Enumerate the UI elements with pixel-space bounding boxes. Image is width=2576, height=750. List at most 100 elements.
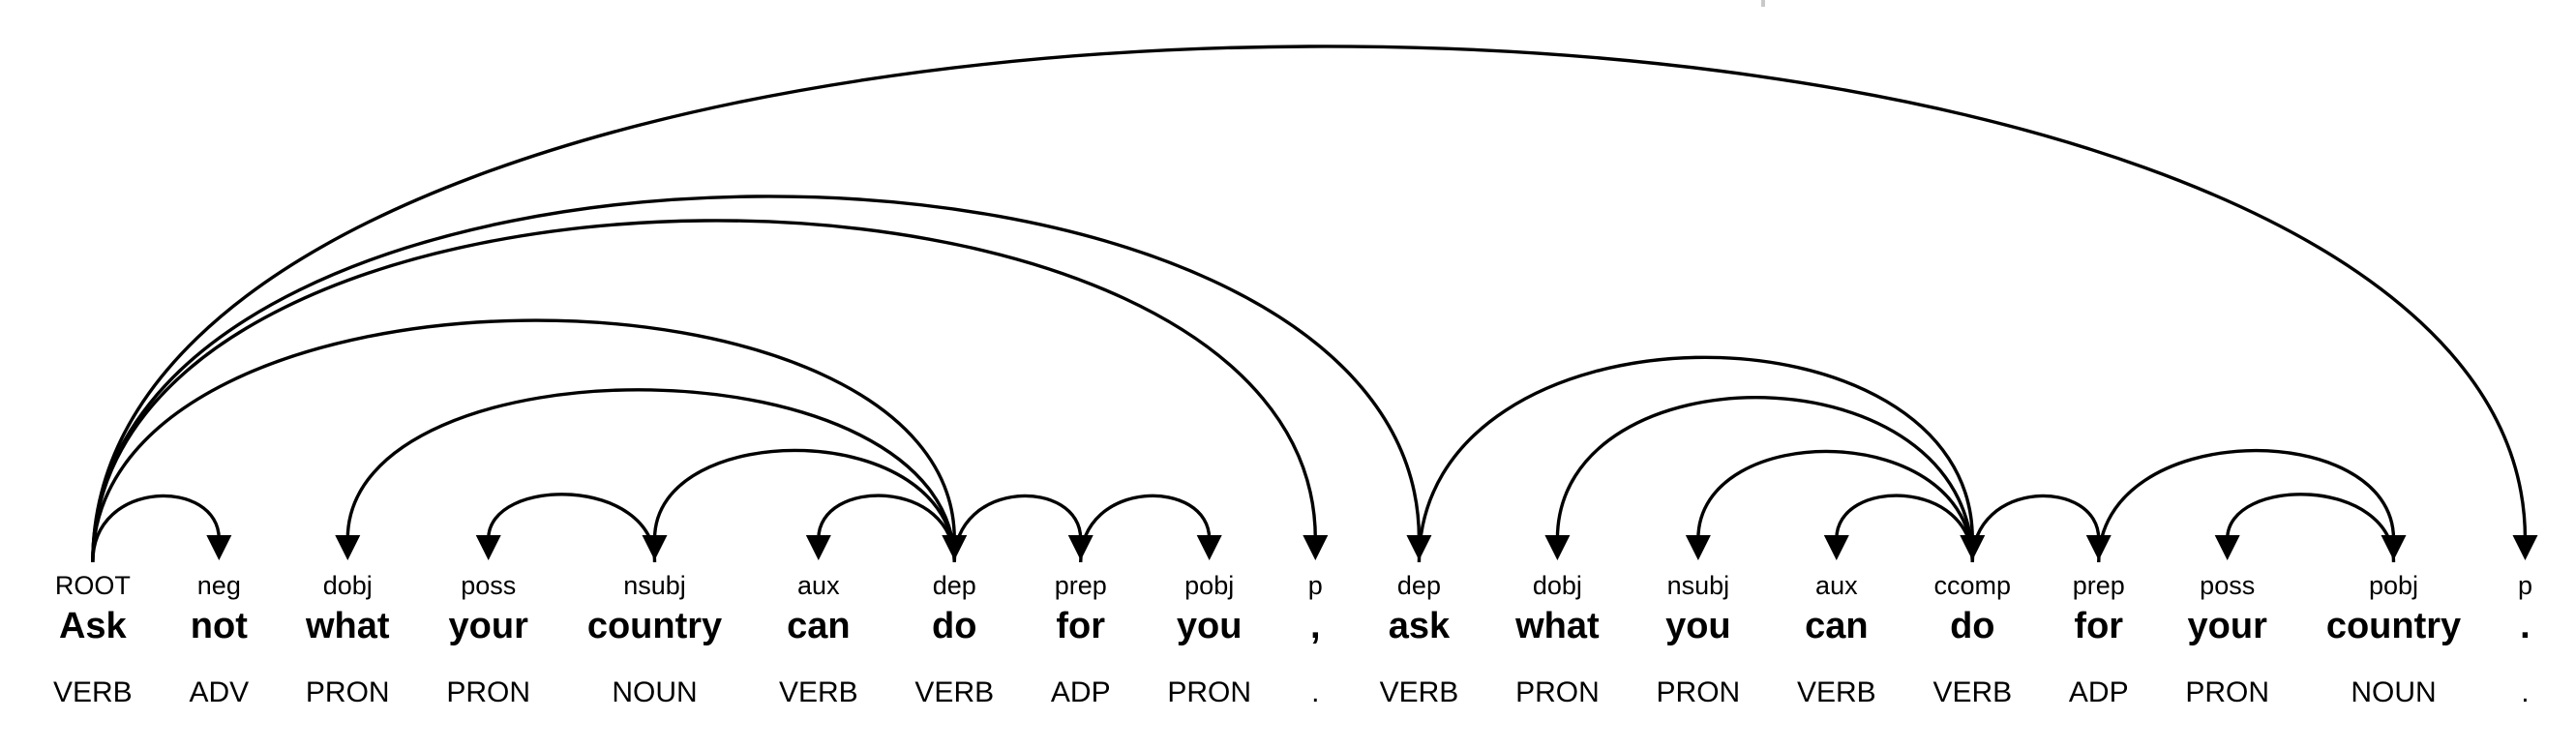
dependency-arc-dobj — [1555, 396, 1974, 563]
dependency-arc-poss — [2226, 493, 2396, 563]
arrowhead — [2214, 535, 2240, 560]
dependency-label: ccomp — [1933, 571, 2012, 600]
token-word: ask — [1388, 606, 1451, 646]
arrowhead — [805, 535, 831, 560]
token-word: for — [2074, 606, 2124, 646]
token-column: p,. — [1308, 568, 1323, 711]
dependency-label: pobj — [2368, 571, 2419, 600]
token-word: what — [1515, 606, 1600, 646]
dependency-arc-poss — [487, 493, 657, 563]
arrowhead — [475, 535, 501, 560]
dependency-arc-pobj — [2097, 448, 2396, 563]
dependency-arc-dobj — [345, 388, 956, 563]
arrowhead — [1544, 535, 1571, 560]
pos-tag: VERB — [1379, 676, 1459, 708]
pos-tag: ADP — [2068, 676, 2129, 708]
dependency-label: prep — [1054, 571, 1107, 600]
dependency-arc-dep — [91, 318, 956, 563]
pos-tag: PRON — [446, 676, 531, 708]
pos-tag: PRON — [2185, 676, 2270, 708]
token-word: do — [932, 606, 977, 646]
dependency-arc-p — [91, 45, 2528, 563]
arrowhead — [206, 535, 232, 560]
pos-tag: ADV — [189, 676, 250, 708]
token-word: country — [2325, 606, 2462, 646]
token-word: can — [1805, 606, 1869, 646]
dependency-label: dobj — [1532, 571, 1582, 600]
dependency-arc-pobj — [1079, 494, 1212, 563]
arrowhead — [1960, 535, 1986, 560]
dependency-arc-neg — [91, 494, 222, 563]
pos-tag: VERB — [914, 676, 995, 708]
dependency-arc-ccomp — [1417, 355, 1974, 563]
token-word: what — [305, 606, 390, 646]
dependency-arc-prep — [1970, 494, 2101, 563]
dependency-label: poss — [461, 571, 517, 600]
token-column: p.. — [2518, 568, 2532, 711]
arrowhead — [1196, 535, 1222, 560]
token-word: Ask — [58, 606, 127, 646]
pos-tag: VERB — [1932, 676, 2013, 708]
arrowhead — [2085, 535, 2112, 560]
dependency-label: dep — [932, 571, 976, 600]
pos-tag: VERB — [1796, 676, 1876, 708]
pos-tag: PRON — [1167, 676, 1252, 708]
dependency-label: p — [2517, 571, 2532, 600]
token-word: can — [787, 606, 851, 646]
dependency-label: dobj — [322, 571, 373, 600]
dependency-label: nsubj — [623, 571, 686, 600]
dependency-arc-prep — [952, 494, 1083, 563]
pos-tag: VERB — [778, 676, 858, 708]
arrowhead — [2512, 535, 2538, 560]
pos-tag: . — [2521, 676, 2530, 708]
arrowhead — [2381, 535, 2407, 560]
arrowhead — [335, 535, 361, 560]
token-word: for — [1056, 606, 1106, 646]
pos-tag: ADP — [1050, 676, 1111, 708]
arrowhead — [1406, 535, 1432, 560]
dependency-arc-aux — [817, 494, 956, 563]
pos-tag: NOUN — [612, 676, 698, 708]
pos-tag: PRON — [1656, 676, 1741, 708]
arrowhead — [942, 535, 968, 560]
dependency-label: ROOT — [54, 571, 131, 600]
dependency-label: dep — [1396, 571, 1441, 600]
dependency-label: nsubj — [1666, 571, 1730, 600]
dependency-arc-dep — [91, 195, 1422, 563]
token-word: you — [1665, 606, 1731, 646]
token-word: your — [448, 606, 528, 646]
dependency-label: aux — [797, 571, 840, 600]
arrowhead — [1303, 535, 1329, 560]
token-word: do — [1950, 606, 1995, 646]
arrowhead — [1685, 535, 1711, 560]
artifact-tick — [1761, 0, 1765, 7]
dependency-label: p — [1307, 571, 1323, 600]
pos-tag: PRON — [305, 676, 390, 708]
arrowhead — [642, 535, 668, 560]
dependency-label: aux — [1815, 571, 1858, 600]
pos-tag: . — [1311, 676, 1320, 708]
pos-tag: PRON — [1515, 676, 1600, 708]
pos-tag: VERB — [53, 676, 133, 708]
token-word: not — [190, 606, 248, 646]
dependency-arc-nsubj — [1696, 449, 1974, 563]
